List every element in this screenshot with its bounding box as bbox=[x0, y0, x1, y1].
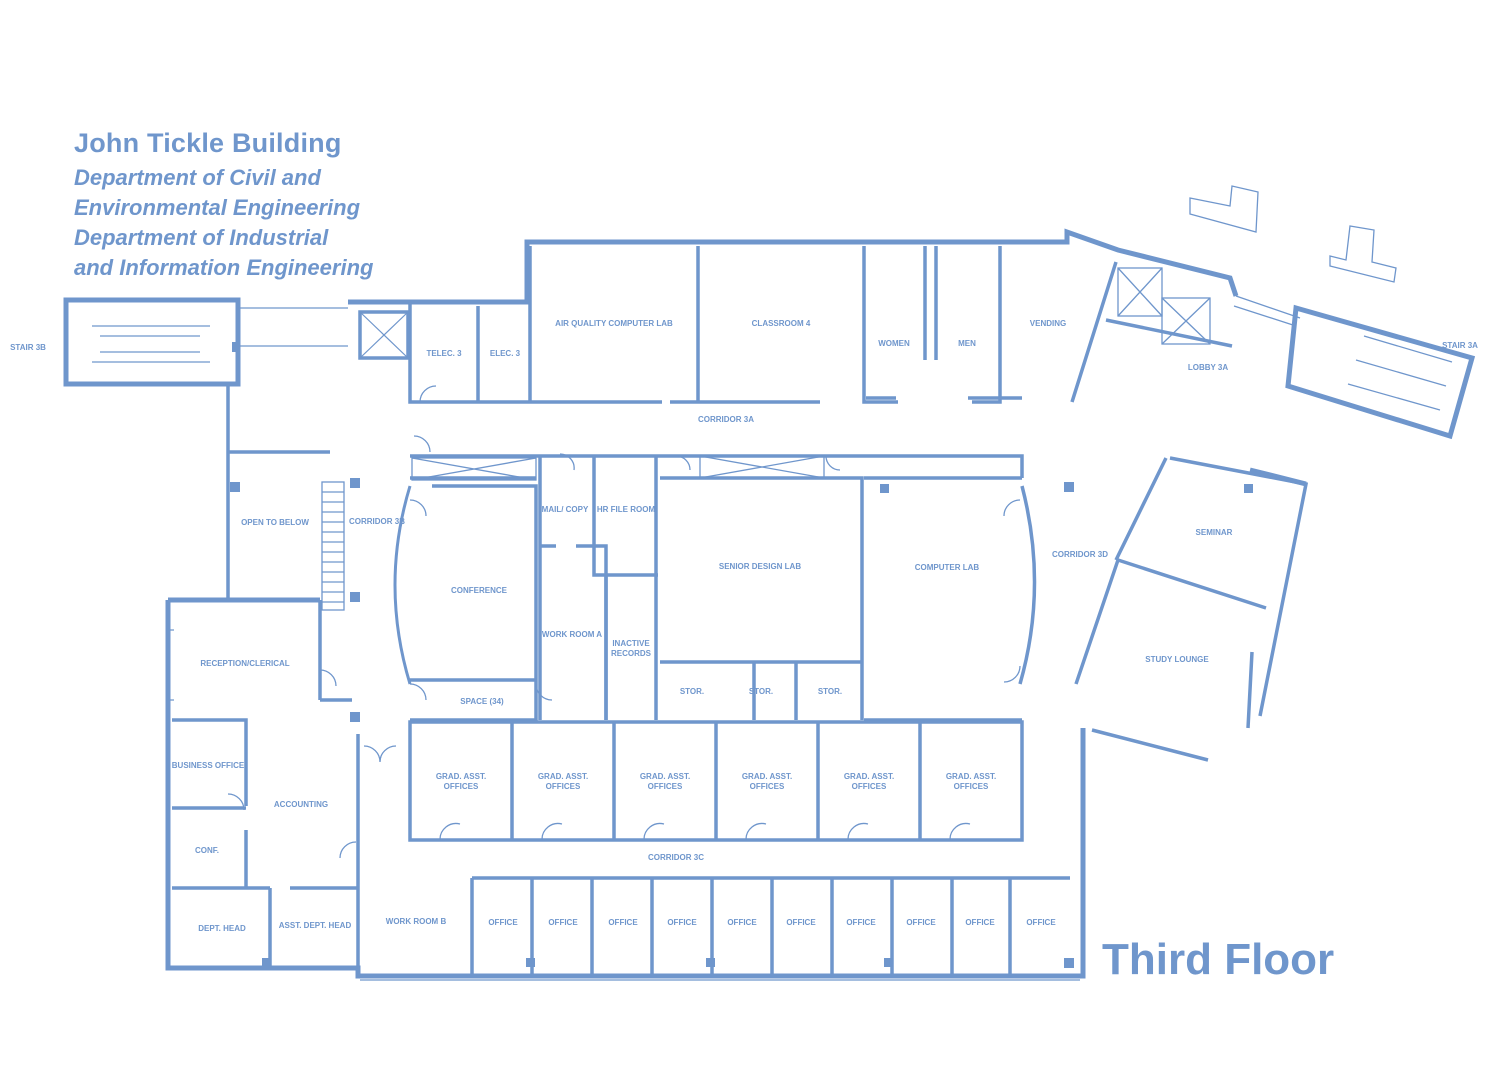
label-study-lounge: STUDY LOUNGE bbox=[1145, 655, 1209, 664]
label-grad-4b: OFFICES bbox=[750, 782, 785, 791]
label-conference: CONFERENCE bbox=[451, 586, 508, 595]
detail-lines bbox=[92, 185, 1453, 981]
label-dept-head: DEPT. HEAD bbox=[198, 924, 246, 933]
label-elec-3: ELEC. 3 bbox=[490, 349, 521, 358]
columns bbox=[230, 342, 1253, 968]
grad-office-labels: GRAD. ASST. OFFICES GRAD. ASST. OFFICES … bbox=[436, 772, 996, 791]
label-stair-3b: STAIR 3B bbox=[10, 343, 46, 352]
label-office-8: OFFICE bbox=[906, 918, 936, 927]
label-grad-1a: GRAD. ASST. bbox=[436, 772, 486, 781]
label-grad-1b: OFFICES bbox=[444, 782, 479, 791]
label-grad-5b: OFFICES bbox=[852, 782, 887, 791]
interior-walls bbox=[172, 246, 1309, 974]
label-seminar: SEMINAR bbox=[1196, 528, 1233, 537]
department-line-3: Department of Industrial bbox=[74, 225, 329, 250]
label-conf: CONF. bbox=[195, 846, 219, 855]
label-office-4: OFFICE bbox=[667, 918, 697, 927]
office-labels: OFFICE OFFICE OFFICE OFFICE OFFICE OFFIC… bbox=[488, 918, 1056, 927]
label-grad-4a: GRAD. ASST. bbox=[742, 772, 792, 781]
department-line-4: and Information Engineering bbox=[74, 255, 374, 280]
label-computer-lab: COMPUTER LAB bbox=[915, 563, 980, 572]
label-corridor-3d: CORRIDOR 3D bbox=[1052, 550, 1108, 559]
label-grad-2a: GRAD. ASST. bbox=[538, 772, 588, 781]
label-grad-3b: OFFICES bbox=[648, 782, 683, 791]
label-work-room-b: WORK ROOM B bbox=[386, 917, 447, 926]
department-line-2: Environmental Engineering bbox=[74, 195, 361, 220]
label-business-office: BUSINESS OFFICE bbox=[172, 761, 245, 770]
label-stair-3a: STAIR 3A bbox=[1442, 341, 1478, 350]
label-space-34: SPACE (34) bbox=[460, 697, 504, 706]
label-office-6: OFFICE bbox=[786, 918, 816, 927]
label-stor-1: STOR. bbox=[680, 687, 704, 696]
label-grad-3a: GRAD. ASST. bbox=[640, 772, 690, 781]
label-grad-2b: OFFICES bbox=[546, 782, 581, 791]
label-reception: RECEPTION/CLERICAL bbox=[200, 659, 289, 668]
label-air-quality-lab: AIR QUALITY COMPUTER LAB bbox=[555, 319, 673, 328]
label-office-7: OFFICE bbox=[846, 918, 876, 927]
label-accounting: ACCOUNTING bbox=[274, 800, 328, 809]
floor-label: Third Floor bbox=[1102, 935, 1335, 984]
exterior-walls bbox=[63, 228, 1476, 979]
label-office-2: OFFICE bbox=[548, 918, 578, 927]
label-telec-3: TELEC. 3 bbox=[426, 349, 462, 358]
label-office-10: OFFICE bbox=[1026, 918, 1056, 927]
room-labels: STAIR 3B STAIR 3A TELEC. 3 ELEC. 3 AIR Q… bbox=[10, 319, 1478, 933]
label-inactive-records-2: RECORDS bbox=[611, 649, 652, 658]
label-classroom-4: CLASSROOM 4 bbox=[752, 319, 811, 328]
label-stor-2: STOR. bbox=[749, 687, 773, 696]
label-office-3: OFFICE bbox=[608, 918, 638, 927]
label-grad-5a: GRAD. ASST. bbox=[844, 772, 894, 781]
label-grad-6a: GRAD. ASST. bbox=[946, 772, 996, 781]
label-office-1: OFFICE bbox=[488, 918, 518, 927]
label-stor-3: STOR. bbox=[818, 687, 842, 696]
label-lobby-3a: LOBBY 3A bbox=[1188, 363, 1229, 372]
label-asst-dept-head: ASST. DEPT. HEAD bbox=[279, 921, 352, 930]
title-block: John Tickle Building Department of Civil… bbox=[74, 128, 373, 283]
building-name: John Tickle Building bbox=[74, 128, 342, 158]
label-men: MEN bbox=[958, 339, 976, 348]
label-office-9: OFFICE bbox=[965, 918, 995, 927]
label-corridor-3c: CORRIDOR 3C bbox=[648, 853, 704, 862]
label-corridor-3b: CORRIDOR 3B bbox=[349, 517, 405, 526]
department-line-1: Department of Civil and bbox=[74, 165, 321, 190]
label-work-room-a: WORK ROOM A bbox=[542, 630, 602, 639]
label-office-5: OFFICE bbox=[727, 918, 757, 927]
label-vending: VENDING bbox=[1030, 319, 1066, 328]
label-inactive-records-1: INACTIVE bbox=[612, 639, 650, 648]
label-corridor-3a: CORRIDOR 3A bbox=[698, 415, 754, 424]
label-hr-file-room: HR FILE ROOM bbox=[597, 505, 656, 514]
label-open-to-below: OPEN TO BELOW bbox=[241, 518, 309, 527]
label-senior-design-lab: SENIOR DESIGN LAB bbox=[719, 562, 801, 571]
label-grad-6b: OFFICES bbox=[954, 782, 989, 791]
label-women: WOMEN bbox=[878, 339, 910, 348]
label-mail-copy: MAIL/ COPY bbox=[542, 505, 589, 514]
